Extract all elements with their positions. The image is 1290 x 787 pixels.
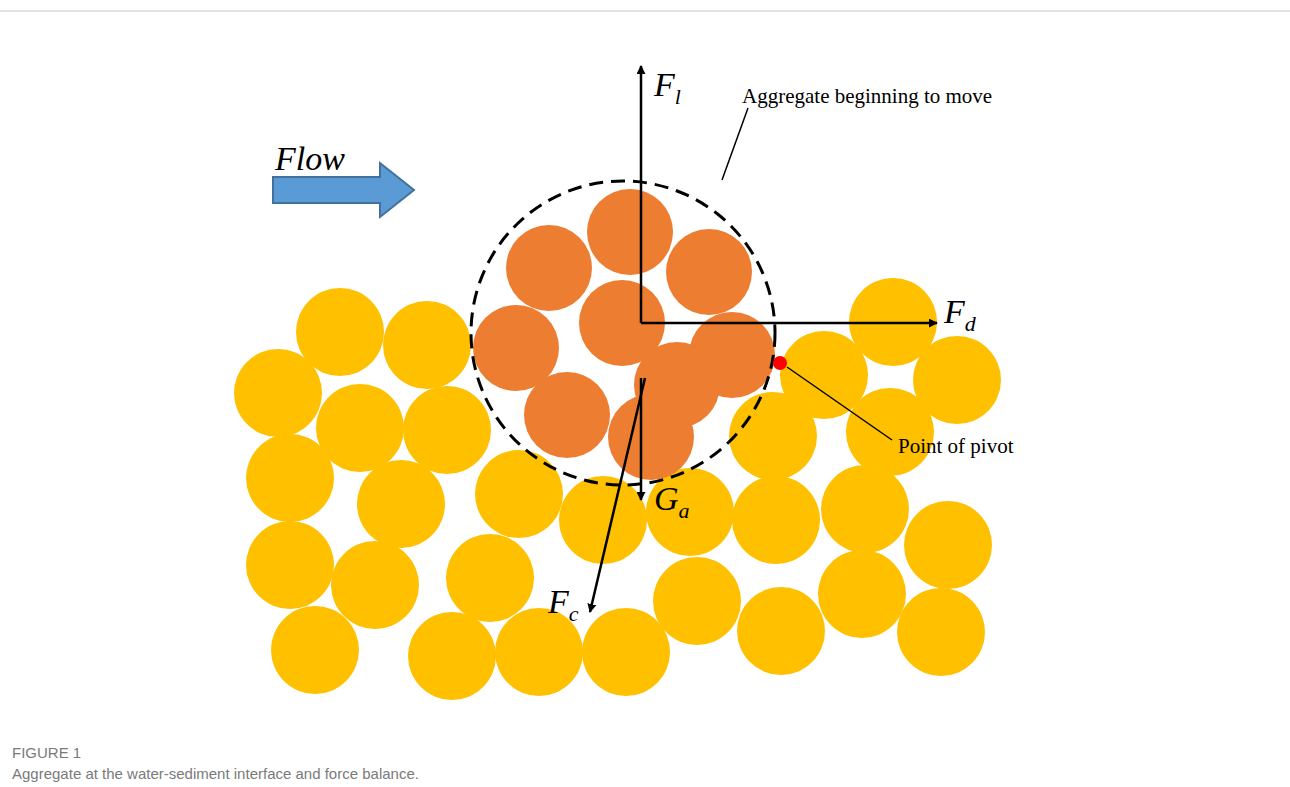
aggregate-grains xyxy=(473,189,775,480)
force-label: Fl xyxy=(654,68,681,108)
flow-label: Flow xyxy=(275,142,345,176)
cohesion-arrow xyxy=(590,378,645,612)
lift-force-arrow xyxy=(640,66,643,323)
force-label: Ga xyxy=(654,482,690,522)
aggregate-outline xyxy=(471,181,775,485)
leader-line xyxy=(787,367,892,440)
figure-number: FIGURE 1 xyxy=(12,745,81,760)
sediment-grains xyxy=(234,278,1001,700)
force-label: Fd xyxy=(944,295,976,335)
drag-force-arrow xyxy=(641,322,937,325)
callout-label: Point of pivot xyxy=(898,436,1014,457)
callout-label: Aggregate beginning to move xyxy=(742,86,992,107)
pivot-point xyxy=(773,356,787,370)
figure-caption: Aggregate at the water-sediment interfac… xyxy=(12,766,419,781)
top-rule xyxy=(0,11,1290,12)
leader-line xyxy=(722,108,748,180)
force-label: Fc xyxy=(548,585,579,625)
